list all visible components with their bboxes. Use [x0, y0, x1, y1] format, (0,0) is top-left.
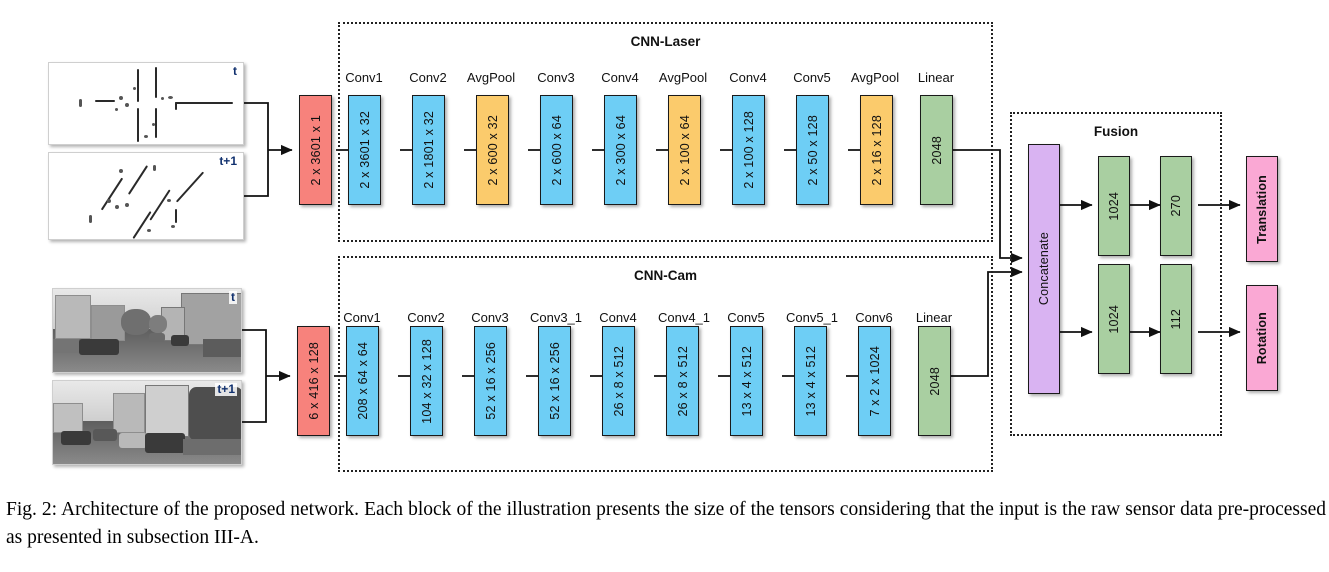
- cam-layer-4-block: 26 x 8 x 512: [602, 326, 635, 436]
- cam-layer-4-tensor: 26 x 8 x 512: [611, 345, 626, 417]
- laser-layer-7-tensor: 2 x 50 x 128: [805, 114, 820, 186]
- camera-frame-t1-thumbnail: t+1: [52, 380, 242, 465]
- laser-layer-6-tensor: 2 x 100 x 128: [741, 111, 756, 189]
- laser-layer-0-label: Conv1: [345, 70, 383, 85]
- cam-layer-5-tensor: 26 x 8 x 512: [675, 345, 690, 417]
- translation-output-block: Translation: [1246, 156, 1278, 262]
- laser-layer-8-label: AvgPool: [850, 70, 900, 85]
- laser-layer-0-tensor: 2 x 3601 x 32: [357, 111, 372, 189]
- laser-layer-5-block: 2 x 100 x 64: [668, 95, 701, 205]
- cnn-cam-title: CNN-Cam: [633, 268, 697, 283]
- laser-layer-6-label: Conv4: [729, 70, 767, 85]
- fusion-rotation-fc2-block: 112: [1160, 264, 1192, 374]
- laser-layer-1-label: Conv2: [409, 70, 447, 85]
- laser-layer-7-block: 2 x 50 x 128: [796, 95, 829, 205]
- translation-output-label: Translation: [1255, 174, 1269, 244]
- laser-layer-4-tensor: 2 x 300 x 64: [613, 114, 628, 186]
- fusion-translation-fc2-block: 270: [1160, 156, 1192, 256]
- laser-layer-8-tensor: 2 x 16 x 128: [869, 114, 884, 186]
- laser-layer-4-label: Conv4: [601, 70, 639, 85]
- camera-input-tensor: 6 x 416 x 128: [306, 342, 321, 420]
- laser-layer-0-block: 2 x 3601 x 32: [348, 95, 381, 205]
- laser-layer-9-tensor: 2048: [929, 135, 944, 165]
- laser-layer-3-label: Conv3: [537, 70, 575, 85]
- cam-layer-0-label: Conv1: [343, 310, 381, 325]
- cam-layer-5-block: 26 x 8 x 512: [666, 326, 699, 436]
- cam-layer-9-block: 2048: [918, 326, 951, 436]
- cam-layer-6-tensor: 13 x 4 x 512: [739, 345, 754, 417]
- laser-layer-5-tensor: 2 x 100 x 64: [677, 114, 692, 186]
- fusion-rotation-fc1-block: 1024: [1098, 264, 1130, 374]
- cam-layer-3-label: Conv3_1: [529, 310, 583, 325]
- cnn-cam-group: [338, 256, 993, 472]
- camera-frame-t-thumbnail: t: [52, 288, 242, 373]
- laser-layer-9-block: 2048: [920, 95, 953, 205]
- fusion-rotation-fc1-value: 1024: [1107, 304, 1121, 334]
- fusion-translation-fc1-block: 1024: [1098, 156, 1130, 256]
- laser-layer-3-block: 2 x 600 x 64: [540, 95, 573, 205]
- cam-layer-2-block: 52 x 16 x 256: [474, 326, 507, 436]
- fusion-translation-fc2-value: 270: [1169, 195, 1183, 217]
- concatenate-block: Concatenate: [1028, 144, 1060, 394]
- cam-layer-8-label: Conv6: [855, 310, 893, 325]
- cam-layer-2-label: Conv3: [471, 310, 509, 325]
- laser-layer-1-block: 2 x 1801 x 32: [412, 95, 445, 205]
- cam-layer-7-label: Conv5_1: [785, 310, 839, 325]
- cam-layer-3-block: 52 x 16 x 256: [538, 326, 571, 436]
- laser-layer-7-label: Conv5: [793, 70, 831, 85]
- cam-layer-9-tensor: 2048: [927, 366, 942, 396]
- laser-layer-2-block: 2 x 600 x 32: [476, 95, 509, 205]
- cnn-laser-title: CNN-Laser: [630, 34, 701, 49]
- cam-layer-1-tensor: 104 x 32 x 128: [419, 338, 434, 424]
- camera-frame-t-label: t: [229, 290, 237, 305]
- cam-layer-1-block: 104 x 32 x 128: [410, 326, 443, 436]
- cam-layer-1-label: Conv2: [407, 310, 445, 325]
- cam-layer-9-label: Linear: [915, 310, 953, 325]
- laser-layer-9-label: Linear: [917, 70, 955, 85]
- camera-input-block: 6 x 416 x 128: [297, 326, 330, 436]
- rotation-output-label: Rotation: [1255, 311, 1269, 365]
- fusion-rotation-fc2-value: 112: [1169, 308, 1183, 330]
- laser-layer-6-block: 2 x 100 x 128: [732, 95, 765, 205]
- rotation-output-block: Rotation: [1246, 285, 1278, 391]
- laser-frame-t1-label: t+1: [217, 154, 239, 169]
- cam-layer-8-block: 7 x 2 x 1024: [858, 326, 891, 436]
- laser-frame-t1-thumbnail: t+1: [48, 152, 244, 240]
- concatenate-label: Concatenate: [1037, 232, 1051, 306]
- cam-layer-5-label: Conv4_1: [657, 310, 711, 325]
- laser-layer-5-label: AvgPool: [658, 70, 708, 85]
- laser-layer-3-tensor: 2 x 600 x 64: [549, 114, 564, 186]
- cam-layer-8-tensor: 7 x 2 x 1024: [867, 345, 882, 417]
- laser-input-block: 2 x 3601 x 1: [299, 95, 332, 205]
- fusion-title: Fusion: [1093, 124, 1139, 139]
- cam-layer-6-block: 13 x 4 x 512: [730, 326, 763, 436]
- cnn-laser-group: [338, 22, 993, 242]
- laser-layer-1-tensor: 2 x 1801 x 32: [421, 111, 436, 189]
- fusion-group: [1010, 112, 1222, 436]
- figure-caption: Fig. 2: Architecture of the proposed net…: [6, 499, 1326, 548]
- fusion-translation-fc1-value: 1024: [1107, 191, 1121, 221]
- laser-frame-t-thumbnail: t: [48, 62, 244, 145]
- camera-frame-t1-label: t+1: [215, 382, 237, 397]
- cam-layer-6-label: Conv5: [727, 310, 765, 325]
- cam-layer-7-block: 13 x 4 x 512: [794, 326, 827, 436]
- laser-frame-t-label: t: [231, 64, 239, 79]
- cam-layer-3-tensor: 52 x 16 x 256: [547, 342, 562, 420]
- laser-layer-4-block: 2 x 300 x 64: [604, 95, 637, 205]
- laser-layer-2-tensor: 2 x 600 x 32: [485, 114, 500, 186]
- laser-layer-2-label: AvgPool: [466, 70, 516, 85]
- laser-input-tensor: 2 x 3601 x 1: [308, 114, 323, 186]
- cam-layer-0-tensor: 208 x 64 x 64: [355, 342, 370, 420]
- cam-layer-7-tensor: 13 x 4 x 512: [803, 345, 818, 417]
- cam-layer-2-tensor: 52 x 16 x 256: [483, 342, 498, 420]
- laser-layer-8-block: 2 x 16 x 128: [860, 95, 893, 205]
- cam-layer-4-label: Conv4: [599, 310, 637, 325]
- cam-layer-0-block: 208 x 64 x 64: [346, 326, 379, 436]
